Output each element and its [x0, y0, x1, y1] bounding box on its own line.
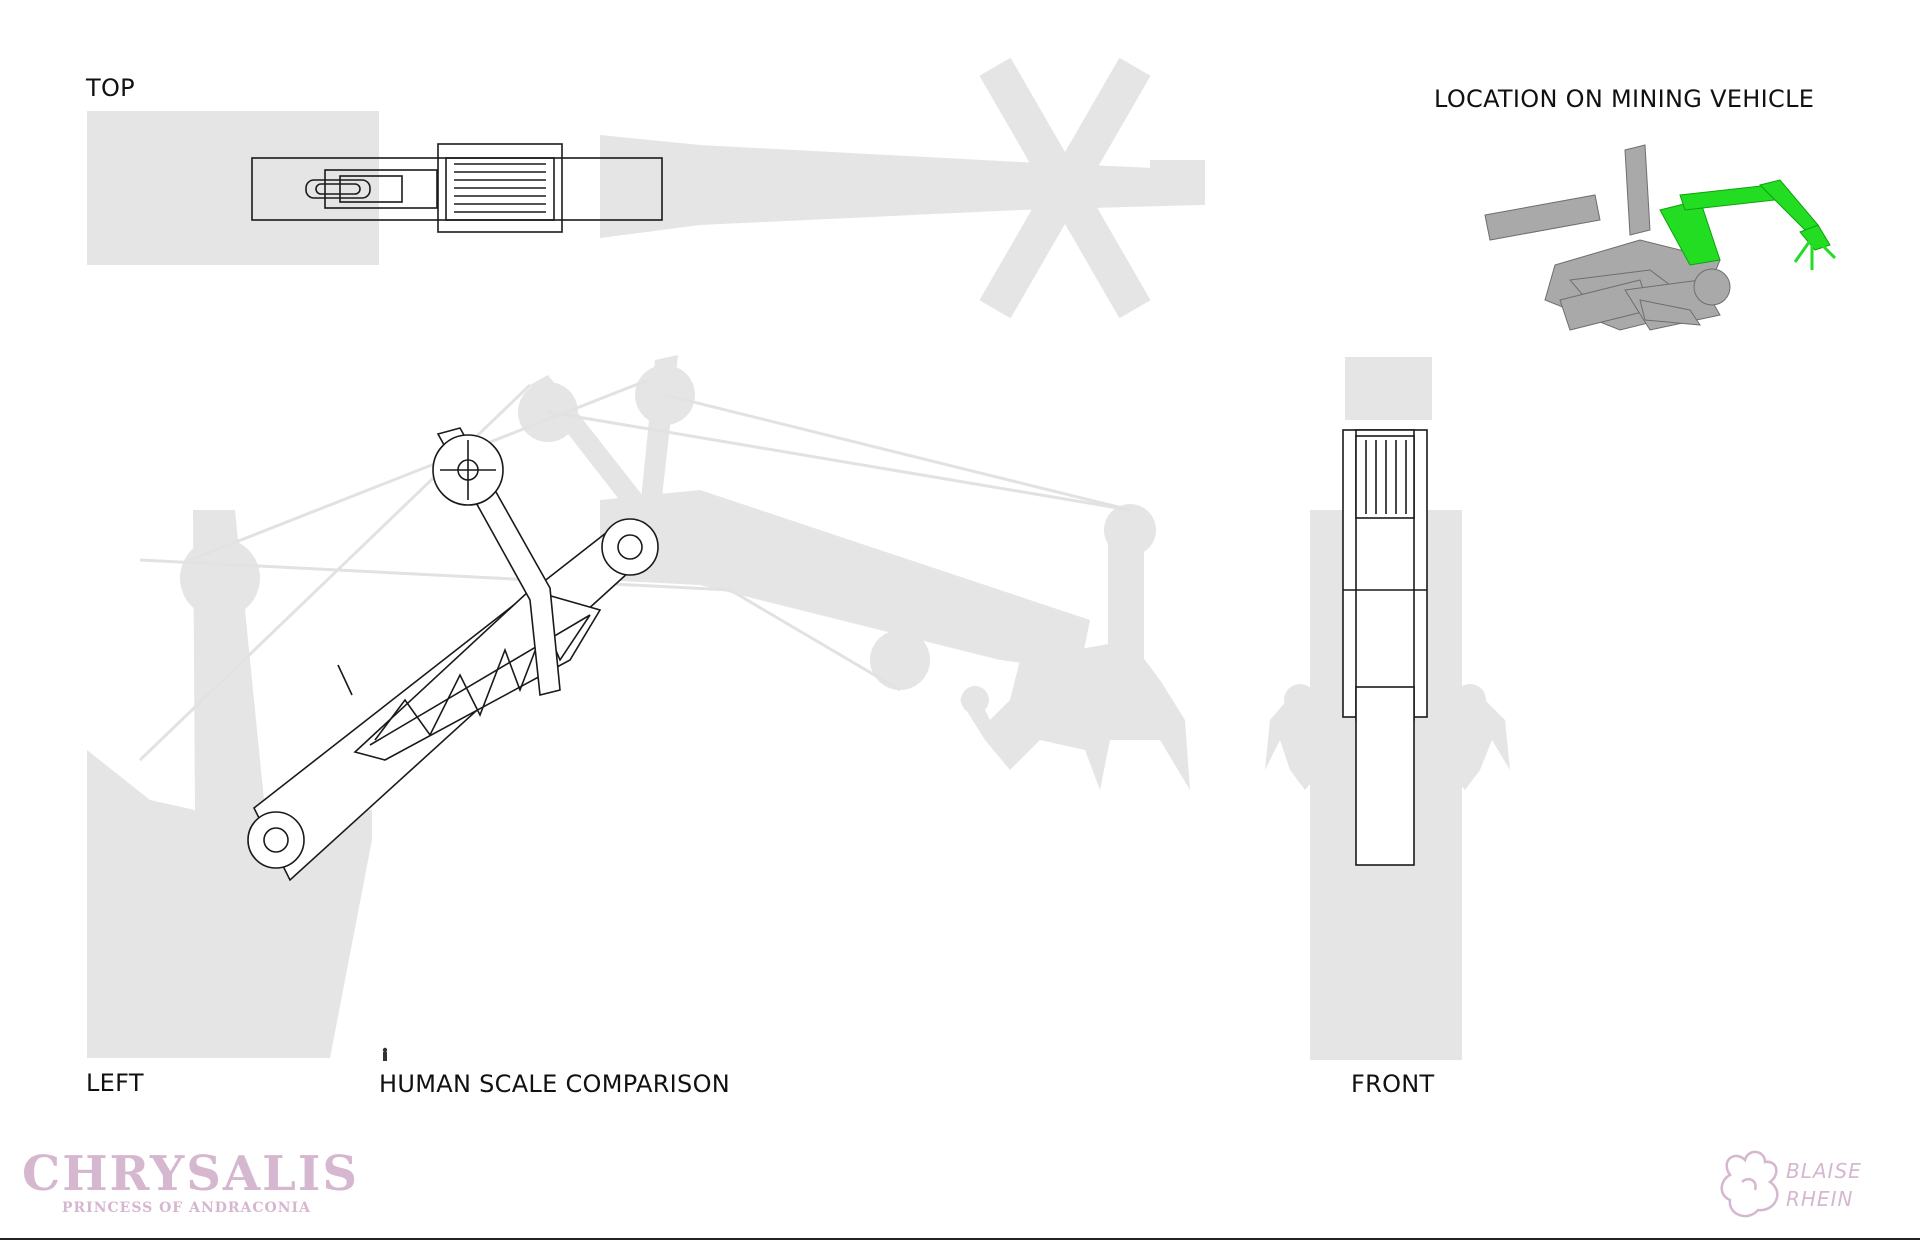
- human-scale-label: HUMAN SCALE COMPARISON: [379, 1070, 731, 1098]
- top-view: [87, 57, 1205, 319]
- artist-signature: BLAISE RHEIN: [1720, 1155, 1890, 1225]
- left-view-arm: [247, 427, 659, 882]
- front-view-arm: [1342, 429, 1428, 866]
- vehicle-body: [1484, 144, 1731, 331]
- logo-subtitle: PRINCESS OF ANDRACONIA: [62, 1200, 311, 1216]
- mining-vehicle-render: [1484, 144, 1837, 331]
- highlighted-arm: [1659, 179, 1837, 270]
- top-view-silhouette: [87, 57, 1205, 319]
- location-label: LOCATION ON MINING VEHICLE: [1434, 85, 1815, 113]
- front-view: [1265, 357, 1510, 1060]
- signature-mark-icon: [1720, 1150, 1779, 1218]
- human-figure-icon: [382, 1047, 388, 1061]
- signature-line1: BLAISE: [1786, 1159, 1862, 1183]
- front-view-label: FRONT: [1351, 1070, 1435, 1098]
- left-view-label: LEFT: [86, 1069, 144, 1097]
- left-view: [87, 355, 1190, 1061]
- chrysalis-logo: CHRYSALIS PRINCESS OF ANDRACONIA: [22, 1150, 359, 1216]
- signature-line2: RHEIN: [1786, 1187, 1854, 1211]
- left-view-silhouette: [87, 355, 1190, 1058]
- logo-title: CHRYSALIS: [22, 1146, 360, 1202]
- bottom-rule: [0, 1238, 1920, 1240]
- top-view-boom: [251, 143, 663, 233]
- top-view-label: TOP: [86, 74, 135, 102]
